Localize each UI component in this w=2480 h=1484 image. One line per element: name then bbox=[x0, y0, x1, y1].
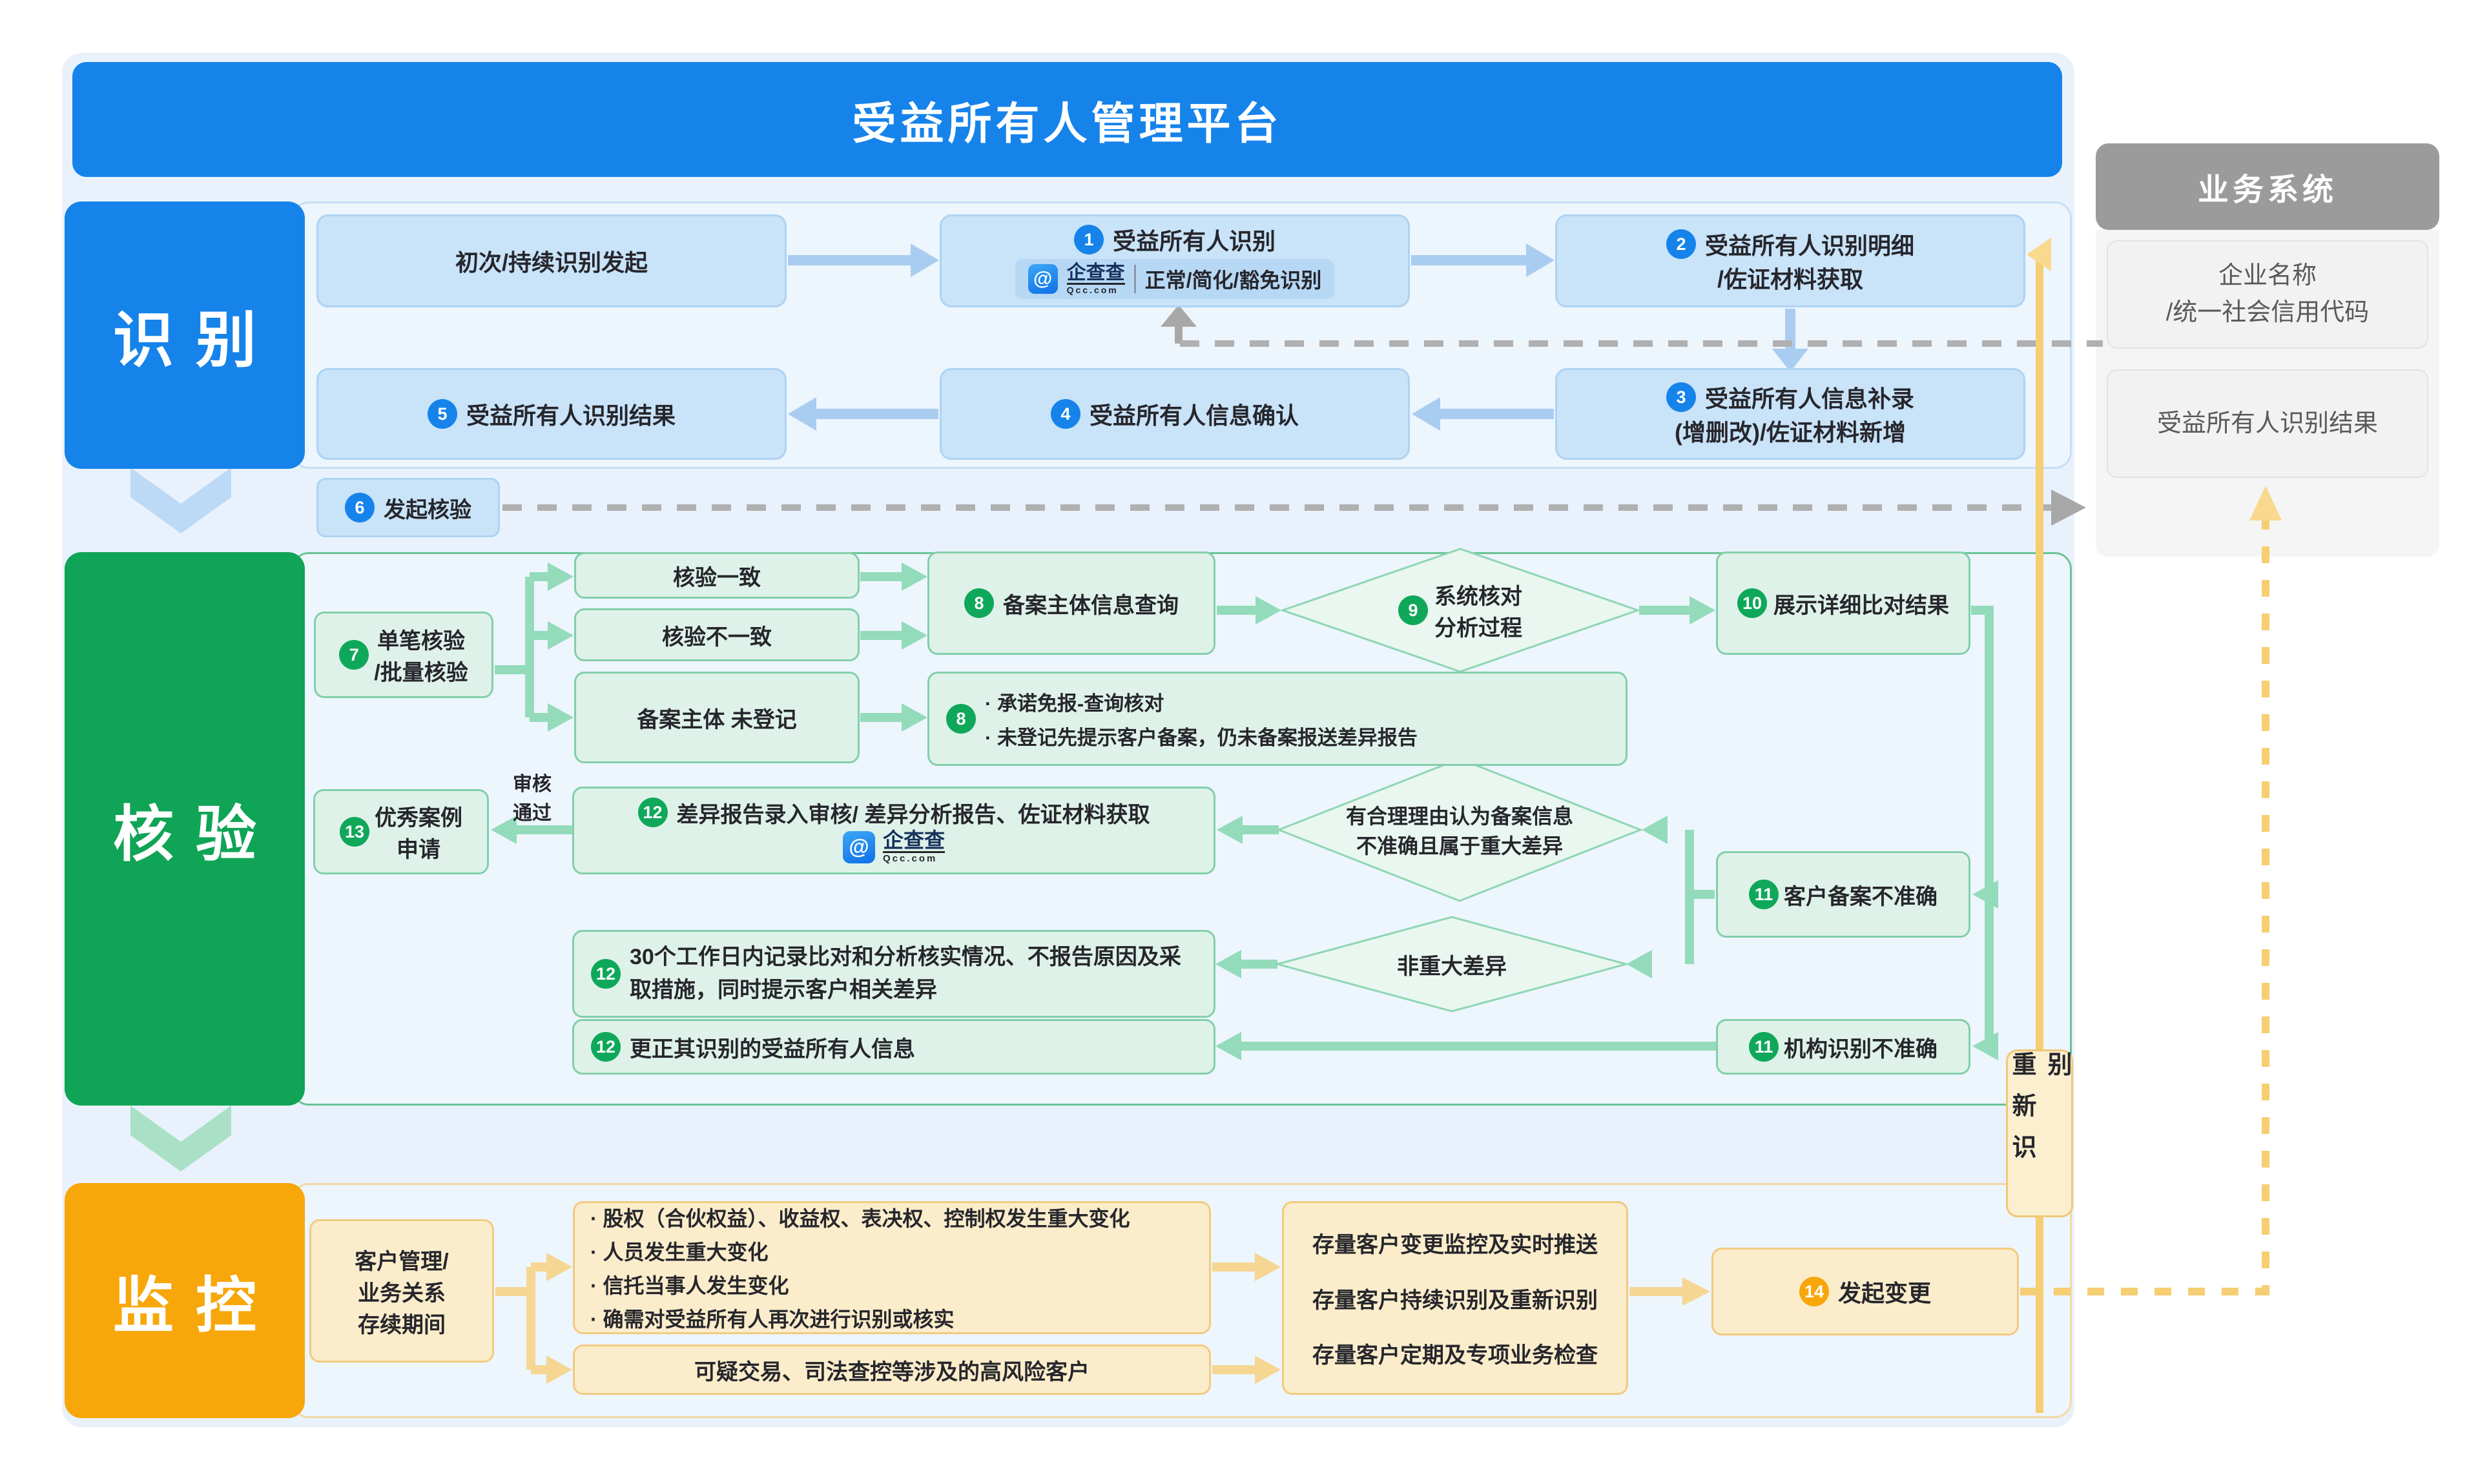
arrow-right-icon bbox=[788, 243, 1808, 431]
node-step8-promise-exempt: 8 承诺免报-查询核对 未登记先提示客户备案，仍未备案报送差异报告 bbox=[927, 672, 1628, 766]
node-step4-info-confirm: 4 受益所有人信息确认 bbox=[940, 368, 1410, 460]
band-label-verify: 核验 bbox=[65, 552, 305, 1106]
step-number-badge: 5 bbox=[427, 399, 457, 429]
step-number-badge: 12 bbox=[591, 1032, 621, 1062]
decision-diamond bbox=[1274, 916, 1630, 1013]
step-number-badge: 8 bbox=[946, 704, 976, 734]
node-step7-verify-mode: 7 单笔核验 /批量核验 bbox=[314, 612, 493, 698]
qcc-logo-icon: @ bbox=[1028, 264, 1058, 294]
decision-diamond bbox=[1279, 548, 1641, 673]
node-reidentify-tag: 重新识别 bbox=[2006, 1049, 2073, 1217]
qcc-domain: Qcc.com bbox=[882, 853, 938, 865]
step-number-badge: 9 bbox=[1398, 595, 1428, 625]
panel-box-company-name: 企业名称 /统一社会信用代码 bbox=[2107, 240, 2428, 349]
qcc-logo-block: @ 企查查 Qcc.com bbox=[842, 829, 945, 865]
arrow-right-icon bbox=[2051, 490, 2086, 526]
step-number-badge: 11 bbox=[1749, 1032, 1779, 1062]
step-number-badge: 11 bbox=[1749, 880, 1779, 909]
node-step12-correct-info: 12 更正其识别的受益所有人信息 bbox=[572, 1019, 1215, 1075]
step-number-badge: 6 bbox=[345, 493, 375, 522]
node-step8-subject-query: 8 备案主体信息查询 bbox=[927, 551, 1215, 655]
step-number-badge: 12 bbox=[637, 798, 668, 828]
node-step12-30days-record: 12 30个工作日内记录比对和分析核实情况、不报告原因及采取措施，同时提示客户相… bbox=[572, 930, 1215, 1018]
decision-step9-label: 9 系统核对 分析过程 bbox=[1330, 572, 1590, 649]
node-step1-identify: 1 受益所有人识别 @ 企查查 Qcc.com 正常/简化/豁免识别 bbox=[940, 214, 1410, 307]
chevron-down-icon bbox=[130, 1106, 231, 1171]
qcc-wordmark: 企查查 bbox=[1066, 263, 1125, 285]
arrow-right-icon bbox=[530, 562, 1715, 732]
node-major-change-list: 股权（合伙权益）、收益权、表决权、控制权发生重大变化 人员发生重大变化 信托当事… bbox=[573, 1201, 1211, 1334]
arrow-up-icon bbox=[1161, 305, 1197, 327]
divider bbox=[1133, 265, 1136, 293]
step-number-badge: 1 bbox=[1073, 225, 1104, 254]
qcc-logo-icon: @ bbox=[842, 830, 875, 863]
decision-major-diff-label: 有合理理由认为备案信息 不准确且属于重大差异 bbox=[1345, 805, 1573, 858]
node-branch-mismatch: 核验不一致 bbox=[574, 608, 860, 661]
business-system-title: 业务系统 bbox=[2197, 173, 2337, 207]
qcc-wordmark: 企查查 bbox=[882, 829, 945, 854]
node-suspicious-transaction: 可疑交易、司法查控等涉及的高风险客户 bbox=[573, 1345, 1211, 1395]
qcc-mode-strip: @ 企查查 Qcc.com 正常/简化/豁免识别 bbox=[1015, 259, 1335, 299]
node-step13-best-case: 13 优秀案例 申请 bbox=[313, 789, 489, 874]
decision-diamond bbox=[1276, 757, 1644, 902]
arrow-left-icon bbox=[491, 816, 1716, 1060]
business-system-header: 业务系统 bbox=[2096, 143, 2439, 230]
node-stock-customer-monitor: 存量客户变更监控及实时推送 存量客户持续识别及重新识别 存量客户定期及专项业务检… bbox=[1282, 1201, 1628, 1395]
panel-box-identify-result: 受益所有人识别结果 bbox=[2107, 369, 2428, 478]
arrow-up-icon bbox=[2249, 486, 2282, 520]
node-initial-identify: 初次/持续识别发起 bbox=[316, 214, 787, 307]
node-branch-unregistered: 备案主体 未登记 bbox=[574, 672, 860, 763]
node-step10-show-result: 10 展示详细比对结果 bbox=[1716, 551, 1970, 655]
step-number-badge: 7 bbox=[339, 640, 369, 670]
step-number-badge: 8 bbox=[964, 588, 994, 618]
step-number-badge: 13 bbox=[340, 817, 369, 847]
node-customer-mgmt: 客户管理/ 业务关系 存续期间 bbox=[309, 1219, 494, 1363]
node-step6-start-verify: 6 发起核验 bbox=[316, 478, 500, 537]
band-label-monitor: 监控 bbox=[65, 1183, 305, 1418]
step-number-badge: 14 bbox=[1799, 1277, 1829, 1306]
step-number-badge: 12 bbox=[591, 959, 621, 989]
decision-minor-diff-label: 非重大差异 bbox=[1397, 954, 1507, 979]
qcc-domain: Qcc.com bbox=[1066, 285, 1119, 296]
audit-pass-label: 审核 通过 bbox=[513, 774, 552, 824]
arrow-left-icon bbox=[2027, 238, 2051, 271]
node-step5-identify-result: 5 受益所有人识别结果 bbox=[316, 368, 787, 460]
node-step3-info-supplement: 3 受益所有人信息补录 (增删改)/佐证材料新增 bbox=[1555, 368, 2025, 460]
step-number-badge: 10 bbox=[1737, 588, 1767, 618]
node-step12-diff-report-audit: 12 差异报告录入审核/ 差异分析报告、佐证材料获取 @ 企查查 Qcc.com bbox=[572, 787, 1215, 874]
arrow-right-icon bbox=[531, 1253, 1710, 1384]
step-number-badge: 4 bbox=[1050, 399, 1080, 429]
node-branch-match: 核验一致 bbox=[574, 552, 860, 599]
node-step14-start-change: 14 发起变更 bbox=[1711, 1248, 2019, 1335]
step-number-badge: 2 bbox=[1666, 229, 1696, 259]
node-step11-customer-record-wrong: 11 客户备案不准确 bbox=[1716, 851, 1970, 938]
page-title-bar: 受益所有人管理平台 bbox=[72, 62, 2062, 177]
node-step2-identify-detail: 2 受益所有人识别明细 /佐证材料获取 bbox=[1555, 214, 2025, 307]
chevron-down-icon bbox=[130, 468, 231, 533]
step-number-badge: 3 bbox=[1666, 382, 1696, 412]
page-title: 受益所有人管理平台 bbox=[852, 99, 1283, 149]
band-label-identify: 识别 bbox=[65, 201, 305, 469]
node-step11-org-identify-wrong: 11 机构识别不准确 bbox=[1716, 1019, 1970, 1075]
